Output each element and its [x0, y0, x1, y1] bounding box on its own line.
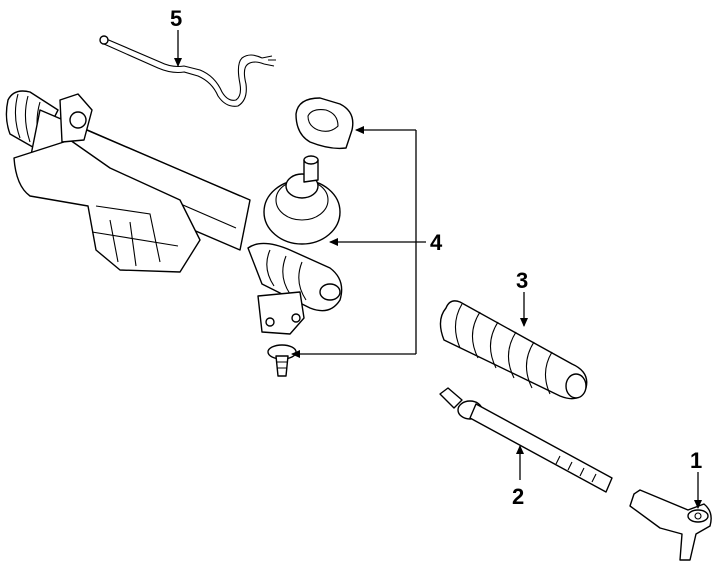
steering-gear-assembly — [5, 90, 343, 335]
part-3-boot — [439, 300, 588, 400]
part-5-hose — [99, 35, 276, 107]
part-4-mount-cushion — [295, 97, 354, 150]
callout-5: 5 — [170, 6, 182, 31]
callout-2: 2 — [512, 484, 524, 509]
part-1-outer-tie-rod-end — [629, 489, 712, 561]
callout-3: 3 — [516, 268, 528, 293]
part-4-bolt — [267, 344, 297, 377]
callout-4: 4 — [430, 230, 443, 255]
callout-1: 1 — [690, 448, 702, 473]
leader-lines — [174, 30, 702, 509]
part-2-inner-tie-rod — [439, 387, 613, 493]
